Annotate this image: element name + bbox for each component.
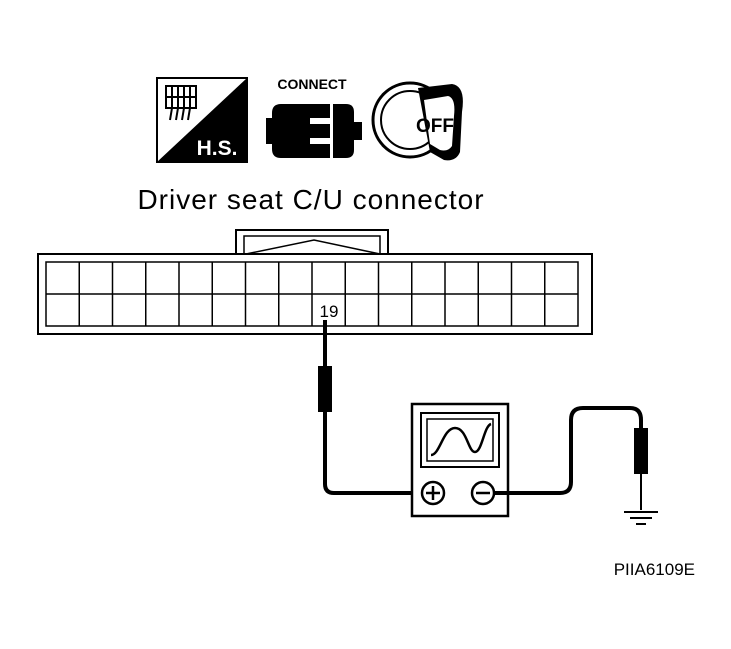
connector-title: Driver seat C/U connector xyxy=(137,184,484,215)
waveform-display xyxy=(430,422,492,457)
negative-terminal xyxy=(470,480,496,506)
pin-19-label: 19 xyxy=(320,302,339,321)
figure-code: PIIA6109E xyxy=(614,560,695,579)
ignition-off-icon: OFF xyxy=(371,81,463,161)
harness-side-icon: H.S. xyxy=(156,77,248,163)
connect-label: CONNECT xyxy=(277,76,347,92)
ground-symbol xyxy=(624,511,658,525)
positive-probe-lead xyxy=(318,320,412,495)
connector-cavity-grid xyxy=(46,262,578,326)
oscilloscope xyxy=(410,402,510,518)
ignition-off-label: OFF xyxy=(416,116,454,137)
positive-terminal xyxy=(420,480,446,506)
connector-body: 19 xyxy=(37,229,593,335)
connect-icon: CONNECT xyxy=(266,76,362,158)
negative-probe-lead xyxy=(494,406,648,510)
harness-side-label: H.S. xyxy=(197,137,238,160)
